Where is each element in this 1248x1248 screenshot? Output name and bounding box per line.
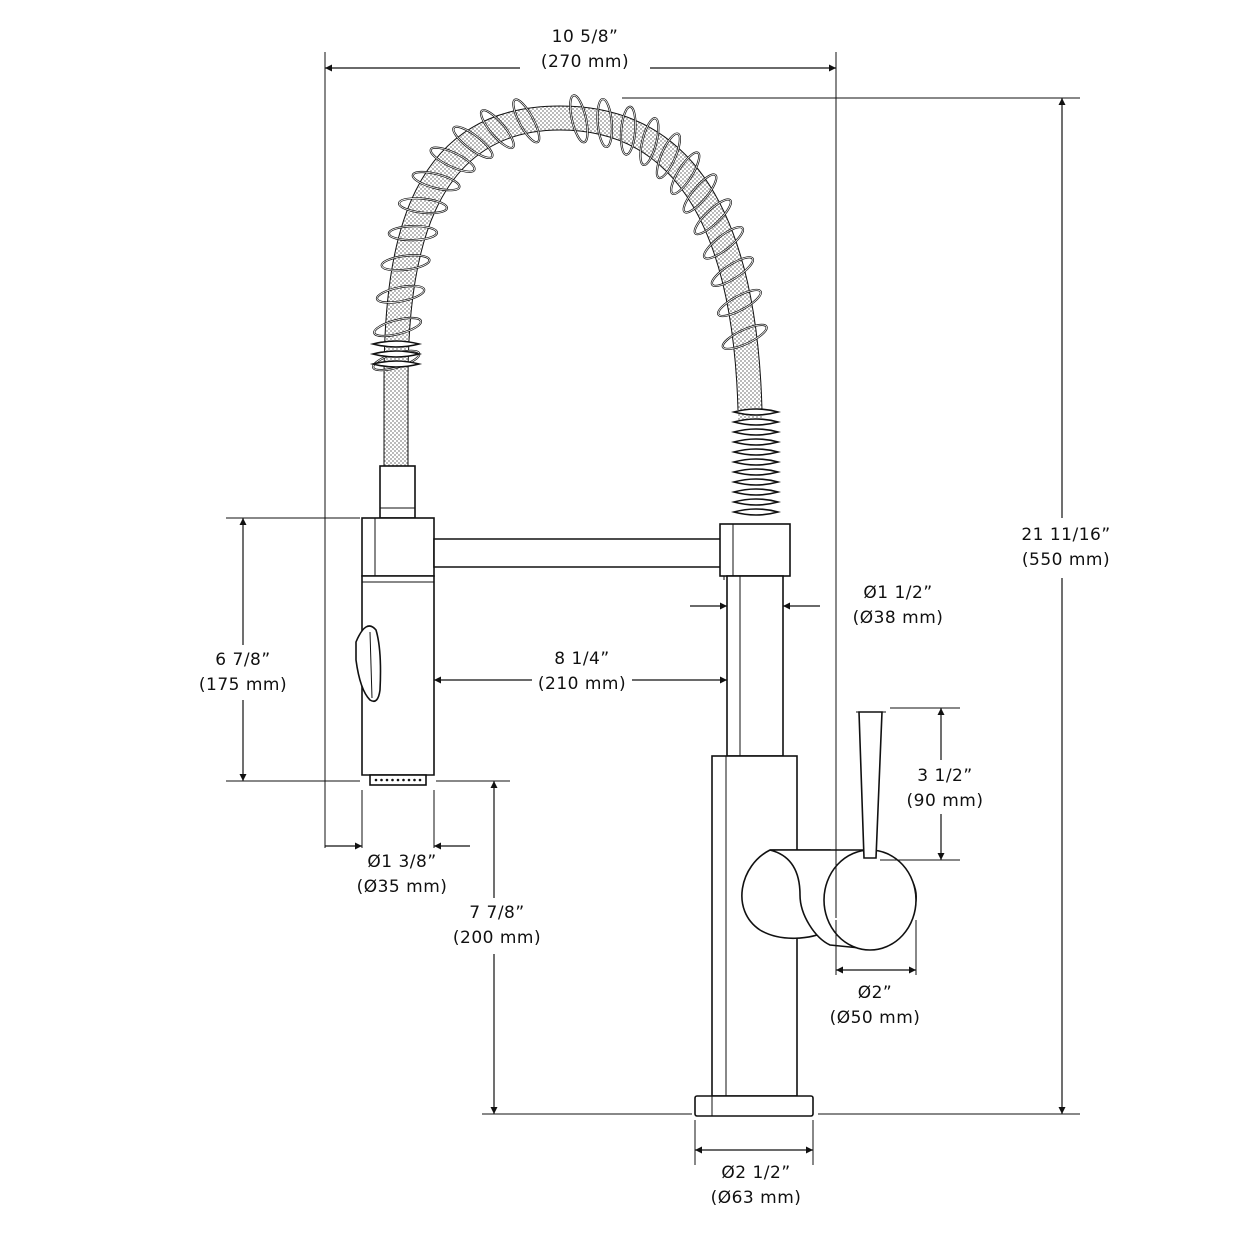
base-plate (694, 1095, 814, 1117)
spring-tight-wrap (730, 468, 782, 476)
clearance-imperial: 7 7/8” (469, 903, 524, 923)
spray-hole (402, 778, 405, 782)
spring-coil-highlight (683, 174, 717, 213)
overall-height-imperial: 21 11/16” (1021, 525, 1110, 545)
sprayhead-diameter-imperial: Ø1 3/8” (367, 852, 436, 872)
spring-coil-highlight (381, 254, 430, 271)
spring-left-rings (369, 340, 423, 368)
spring-coil-highlight (717, 289, 762, 317)
spring-coil-highlight (703, 226, 744, 259)
base-diameter-metric: (Ø63 mm) (711, 1188, 802, 1208)
spring-tight-wrap (730, 428, 782, 436)
hose (384, 105, 762, 480)
handle-diameter-metric: (Ø50 mm) (830, 1008, 921, 1028)
spring-coil-highlight (512, 99, 540, 143)
handle-lever (858, 711, 883, 859)
spring-coil-highlight (620, 106, 636, 156)
spray-hole (396, 778, 400, 782)
handle-height-imperial: 3 1/2” (917, 766, 972, 786)
spring-coil-highlight (694, 199, 732, 235)
spring-tight-wraps (730, 408, 782, 516)
spray-toggle-button (355, 625, 382, 703)
handle-height-metric: (90 mm) (907, 791, 984, 811)
column-collar (719, 523, 791, 577)
spring-tight-wrap (730, 488, 782, 496)
spring-tight-wrap (730, 458, 782, 466)
spring-coil-highlight (569, 94, 588, 143)
spring-coil-highlight (398, 197, 448, 214)
sprayhead-length-imperial: 6 7/8” (215, 650, 270, 670)
spray-hole (385, 778, 389, 782)
handle-diameter-imperial: Ø2” (858, 983, 893, 1003)
spring-tight-wrap (730, 508, 782, 516)
spring-coil-highlight (670, 152, 700, 195)
spray-hole (413, 778, 416, 782)
spring-tight-wrap (730, 408, 782, 416)
spout-diameter-imperial: Ø1 1/2” (863, 583, 932, 603)
spring-coil-highlight (656, 133, 681, 179)
sprayhead-length-metric: (175 mm) (199, 675, 287, 695)
spray-hole (374, 778, 378, 782)
handle-cap (823, 849, 917, 951)
spring-coil-highlight (722, 324, 768, 350)
hose-outline-inner (407, 129, 739, 480)
spring-tight-wrap (730, 438, 782, 446)
spring-left-ring (369, 360, 423, 368)
hose-connector (379, 465, 416, 519)
overall-width-imperial: 10 5/8” (552, 27, 619, 47)
hose-outline-outer (383, 105, 763, 480)
clearance-metric: (200 mm) (453, 928, 541, 948)
spray-hole (380, 778, 383, 782)
spring-tight-wrap (730, 418, 782, 426)
spray-hole (407, 778, 411, 782)
spray-hole (418, 778, 422, 782)
sprayhead-body (361, 575, 435, 776)
spout-column (726, 575, 784, 757)
spring-coil-highlight (597, 98, 613, 148)
spring-tight-wrap (730, 448, 782, 456)
spring-coil-highlight (452, 126, 493, 159)
spring-left-ring (369, 340, 423, 348)
spout-diameter-metric: (Ø38 mm) (853, 608, 944, 628)
overall-height-metric: (550 mm) (1022, 550, 1110, 570)
spring-coil-highlight (430, 147, 475, 173)
spring-coil-highlight (640, 117, 659, 166)
spout-reach-metric: (210 mm) (538, 674, 626, 694)
overall-width-metric: (270 mm) (541, 52, 629, 72)
spray-holes (374, 778, 422, 782)
sprayhead-collar (361, 517, 435, 577)
spring-tight-wrap (730, 498, 782, 506)
spring-coil-highlight (711, 256, 754, 287)
spring-coil-highlight (376, 285, 425, 303)
sprayhead-diameter-metric: (Ø35 mm) (357, 877, 448, 897)
spring-coil-highlight (388, 225, 438, 241)
dimension-lines (226, 52, 1080, 1165)
spring-tight-wrap (730, 478, 782, 486)
spout-arm (433, 538, 735, 568)
base-diameter-imperial: Ø2 1/2” (721, 1163, 790, 1183)
spring-coil-highlight (480, 109, 515, 149)
spring-left-ring (369, 350, 423, 358)
spring-coils (372, 94, 768, 372)
spring-coil-highlight (412, 171, 460, 191)
spout-reach-imperial: 8 1/4” (554, 649, 609, 669)
spring-coil-highlight (373, 317, 422, 337)
dimension-labels: 10 5/8” (270 mm) 21 11/16” (550 mm) Ø1 1… (199, 27, 1110, 1208)
faucet (355, 94, 917, 1117)
spray-hole (391, 778, 394, 782)
